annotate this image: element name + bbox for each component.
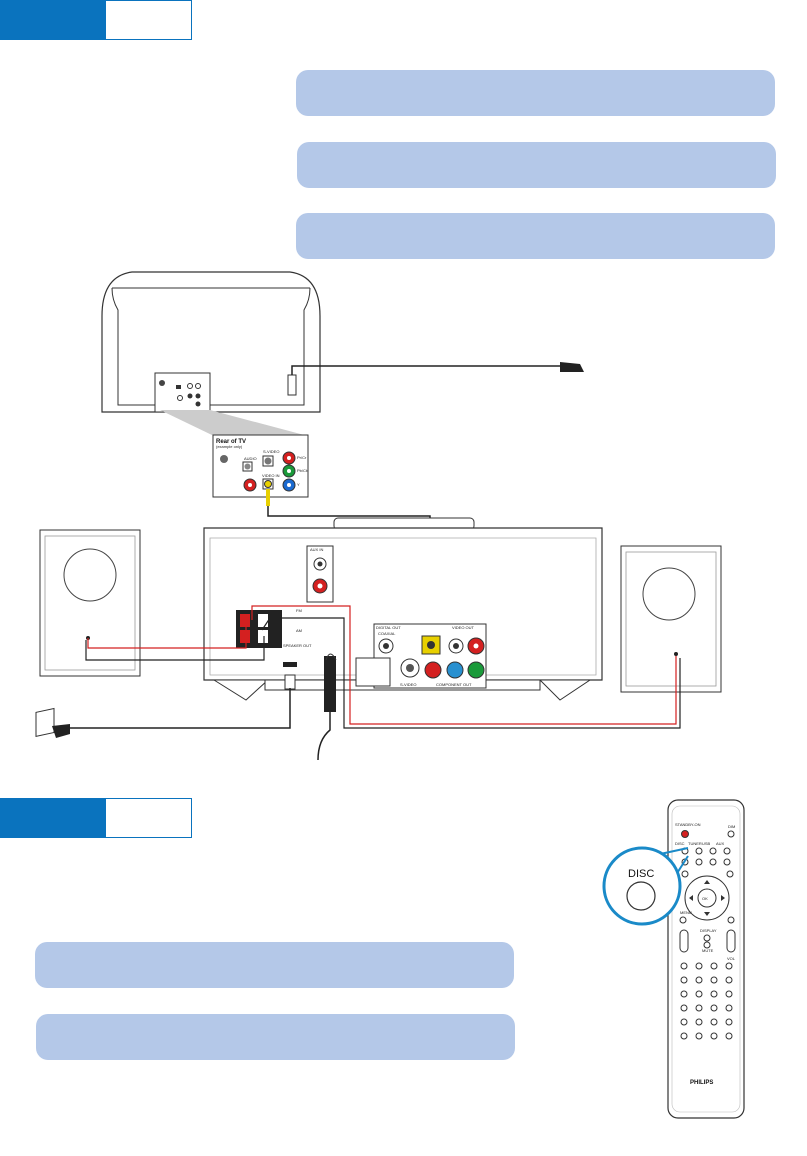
disc-button-zoom: DISC [602, 846, 689, 926]
svg-text:DIM: DIM [728, 824, 735, 829]
tv-panel-title: Rear of TV [216, 439, 246, 445]
svg-text:MUTE: MUTE [702, 948, 714, 953]
svg-text:MENU: MENU [680, 910, 692, 915]
svg-text:SPEAKER OUT: SPEAKER OUT [283, 643, 312, 648]
svg-text:COMPONENT OUT: COMPONENT OUT [436, 682, 472, 687]
svg-text:DISC: DISC [675, 841, 685, 846]
step-1-number [0, 0, 106, 40]
instruction-callout-3 [296, 213, 775, 259]
svg-text:VOL: VOL [727, 956, 736, 961]
svg-text:S-VIDEO: S-VIDEO [400, 682, 416, 687]
instruction-callout-4 [35, 942, 514, 988]
instruction-callout-1 [296, 70, 775, 116]
step-1-label [106, 0, 192, 40]
step-2-header [0, 798, 193, 838]
speaker-left [39, 529, 141, 677]
svg-text:COAXIAL: COAXIAL [378, 631, 396, 636]
svg-text:Y: Y [297, 482, 300, 487]
svg-text:DISPLAY: DISPLAY [700, 928, 717, 933]
disc-zoom-label: DISC [628, 868, 654, 880]
svg-text:AUDIO: AUDIO [244, 456, 257, 461]
svg-text:DIGITAL OUT: DIGITAL OUT [376, 625, 401, 630]
step-2-label [106, 798, 192, 838]
step-2-number [0, 798, 106, 838]
svg-text:AM: AM [296, 628, 302, 633]
instruction-callout-2 [297, 142, 776, 188]
step-1-header [0, 0, 193, 40]
svg-text:TUNER: TUNER [688, 841, 702, 846]
main-unit-rear: AUX IN SPEAKER OUT FM AM AC~ DIGITAL OUT… [203, 517, 603, 701]
instruction-callout-5 [36, 1014, 515, 1060]
svg-text:Pr/Cr: Pr/Cr [297, 455, 307, 460]
svg-text:STANDBY-ON: STANDBY-ON [675, 822, 701, 827]
tv-rear [101, 271, 321, 413]
wall-outlet-right [560, 362, 584, 372]
svg-text:OK: OK [702, 896, 708, 901]
connection-diagram: Rear of TV (example only) AUDIO S-VIDEO … [35, 271, 722, 761]
svg-text:VIDEO IN: VIDEO IN [262, 473, 280, 478]
svg-text:FM: FM [296, 608, 302, 613]
svg-text:S-VIDEO: S-VIDEO [263, 449, 279, 454]
remote-illustration: STANDBY-ON DIM DISC TUNER USB AUX OK MEN… [602, 799, 745, 1119]
svg-text:USB: USB [702, 841, 711, 846]
wall-outlet-left [35, 707, 70, 738]
svg-text:Pb/Cb: Pb/Cb [297, 468, 309, 473]
tv-connector-panel: Rear of TV (example only) AUDIO S-VIDEO … [212, 434, 309, 498]
svg-text:VIDEO OUT: VIDEO OUT [452, 625, 475, 630]
speaker-right [620, 545, 722, 693]
svg-text:AUX IN: AUX IN [310, 547, 323, 552]
svg-text:PHILIPS: PHILIPS [690, 1080, 713, 1086]
svg-text:AUX: AUX [716, 841, 725, 846]
remote-control: STANDBY-ON DIM DISC TUNER USB AUX OK MEN… [667, 799, 745, 1119]
tv-panel-subtitle: (example only) [216, 444, 243, 449]
svg-text:AC~: AC~ [284, 662, 293, 667]
